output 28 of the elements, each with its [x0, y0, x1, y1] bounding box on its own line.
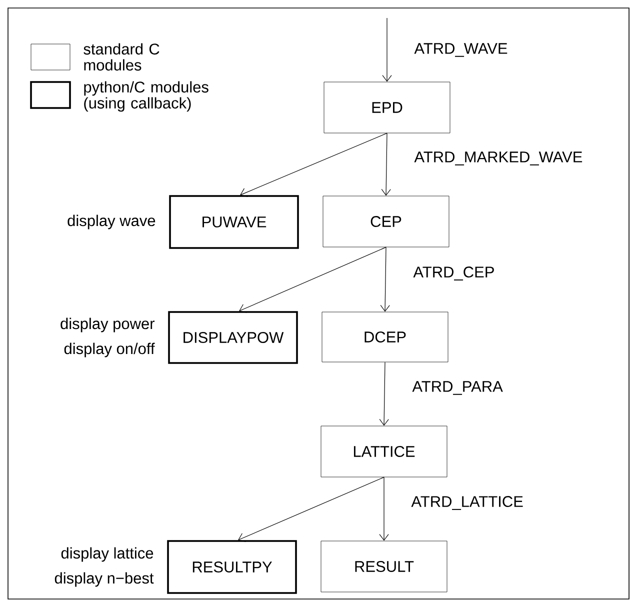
module-box: RESULTPY	[167, 540, 297, 594]
module-box: DCEP	[322, 312, 448, 362]
edge-label: ATRD_PARA	[412, 381, 503, 395]
edge-label: ATRD_CEP	[413, 266, 494, 280]
module-box: LATTICE	[320, 426, 448, 478]
arrow	[238, 476, 384, 542]
module-box: EPD	[324, 82, 450, 134]
edge-label: ATRD_WAVE	[414, 43, 508, 57]
legend-text: standard C modules	[84, 43, 160, 71]
module-box: CEP	[322, 196, 450, 248]
side-note: display power	[60, 318, 155, 332]
arrow	[381, 132, 391, 196]
edge-label: ATRD_MARKED_WAVE	[414, 152, 582, 166]
arrow	[379, 362, 389, 426]
module-box: RESULT	[320, 540, 448, 592]
side-note: display lattice	[61, 547, 154, 562]
arrow	[380, 246, 390, 312]
edge-label: ATRD_LATTICE	[411, 496, 523, 510]
arrow	[240, 132, 388, 198]
side-note: display on/off	[64, 342, 155, 358]
arrow	[379, 476, 389, 541]
arrow	[382, 18, 392, 82]
module-box: PUWAVE	[169, 195, 299, 249]
side-note: display n−best	[54, 572, 154, 587]
arrow	[239, 246, 386, 313]
legend-text: python/C modules (using callback)	[84, 81, 208, 112]
module-box: DISPLAYPOW	[168, 311, 298, 364]
side-note: display wave	[68, 214, 156, 230]
